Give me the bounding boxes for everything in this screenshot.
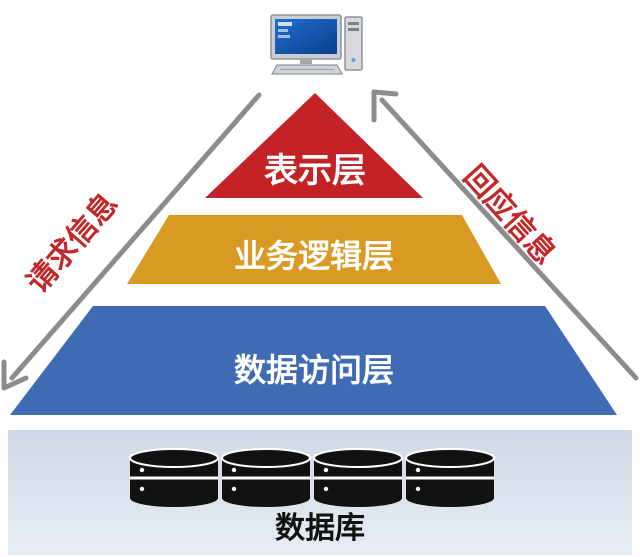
database-disk-icon — [405, 448, 495, 507]
database-disk-icon — [313, 448, 403, 507]
database-label: 数据库 — [275, 511, 365, 546]
presentation-layer-label: 表示层 — [264, 151, 366, 191]
desktop-computer-icon — [270, 14, 363, 75]
database-disk-icons — [129, 448, 495, 507]
database-disk-icon — [129, 448, 219, 507]
data-access-layer-shape — [10, 306, 617, 415]
database-disk-icon — [221, 448, 311, 507]
business-layer-shape — [127, 215, 501, 284]
presentation-layer-shape — [205, 93, 423, 198]
response-arrow — [371, 89, 639, 381]
request-arrow — [1, 92, 262, 391]
business-layer-label: 业务逻辑层 — [233, 237, 394, 275]
data-access-layer-label: 数据访问层 — [233, 351, 394, 389]
